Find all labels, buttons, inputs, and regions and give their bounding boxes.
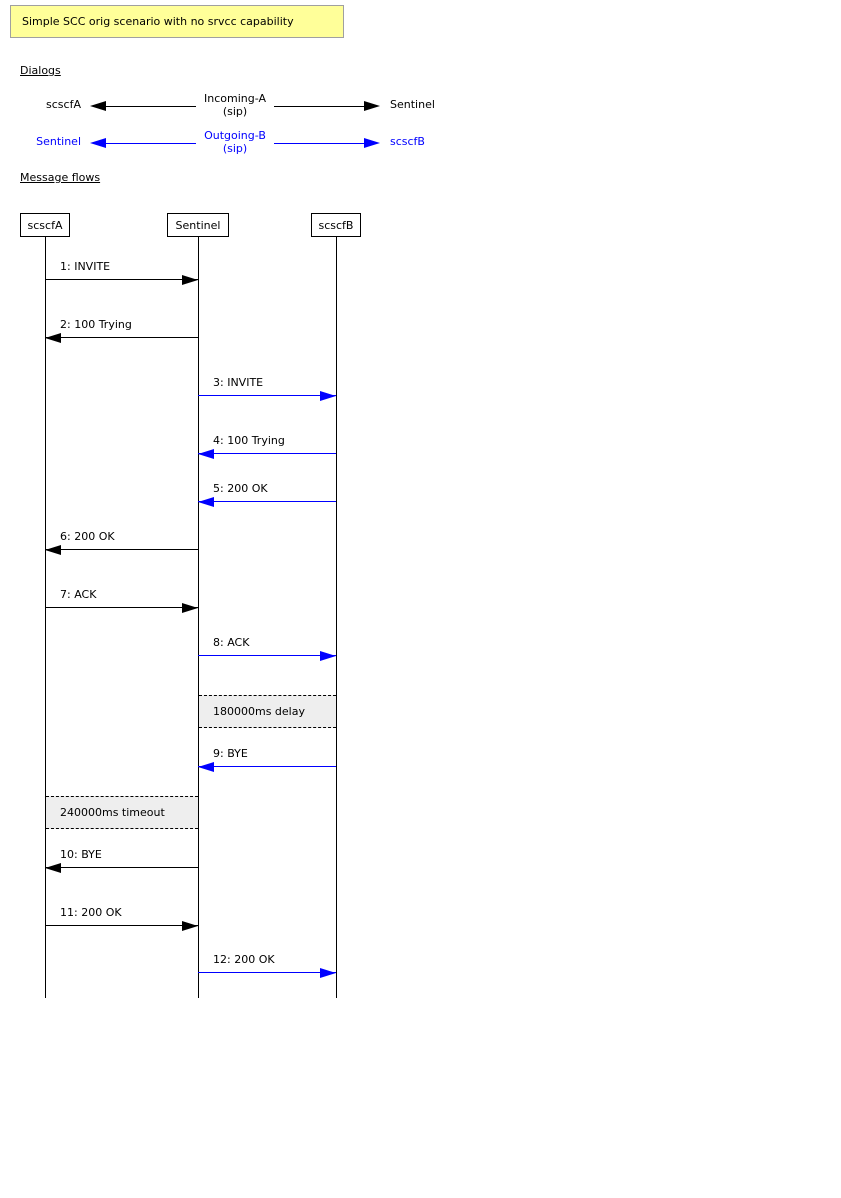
message-label: 10: BYE (60, 848, 102, 861)
dialog-line-right (274, 143, 371, 144)
message-row-12: 12: 200 OK (198, 952, 336, 978)
lifeline-scscfa (45, 237, 46, 998)
delay-note-label: 180000ms delay (213, 705, 305, 718)
message-row-4: 4: 100 Trying (198, 433, 336, 459)
message-label: 9: BYE (213, 747, 248, 760)
arrowhead-right-icon (364, 138, 380, 148)
message-label: 3: INVITE (213, 376, 264, 389)
dialogs-heading: Dialogs (20, 64, 61, 77)
dialog-sublabel: (sip) (222, 142, 248, 155)
dialog-name: Incoming-A (204, 92, 266, 105)
lifeline-sentinel (198, 237, 199, 998)
dialog-center-label: Outgoing-B (sip) (196, 129, 274, 155)
lifeline-head-sentinel: Sentinel (167, 213, 229, 237)
lifeline-label: scscfA (27, 218, 63, 232)
message-row-5: 5: 200 OK (198, 481, 336, 507)
arrowhead-left-icon (198, 497, 214, 507)
message-label: 11: 200 OK (60, 906, 122, 919)
arrowhead-right-icon (320, 651, 336, 661)
delay-note-box: 180000ms delay (199, 695, 336, 728)
dialog-line-right (274, 106, 371, 107)
arrowhead-left-icon (45, 333, 61, 343)
arrowhead-left-icon (45, 545, 61, 555)
dialog-sublabel: (sip) (222, 105, 248, 118)
message-label: 4: 100 Trying (213, 434, 285, 447)
dialog-line-left (96, 106, 196, 107)
timeout-note-label: 240000ms timeout (60, 806, 165, 819)
message-row-7: 7: ACK (45, 587, 198, 613)
lifeline-label: Sentinel (175, 218, 221, 232)
lifeline-head-scscfb: scscfB (311, 213, 361, 237)
lifeline-head-scscfa: scscfA (20, 213, 70, 237)
message-flows-heading: Message flows (20, 171, 101, 184)
dialog-center-label: Incoming-A (sip) (196, 92, 274, 118)
message-row-1: 1: INVITE (45, 259, 198, 285)
message-label: 12: 200 OK (213, 953, 275, 966)
arrowhead-right-icon (364, 101, 380, 111)
message-row-2: 2: 100 Trying (45, 317, 198, 343)
message-label: 5: 200 OK (213, 482, 268, 495)
diagram-title-box: Simple SCC orig scenario with no srvcc c… (10, 5, 344, 38)
dialog-right-party: Sentinel (390, 98, 435, 111)
message-label: 6: 200 OK (60, 530, 115, 543)
dialog-right-party: scscfB (390, 135, 425, 148)
arrowhead-left-icon (45, 863, 61, 873)
message-row-8: 8: ACK (198, 635, 336, 661)
dialog-name: Outgoing-B (204, 129, 266, 142)
message-row-6: 6: 200 OK (45, 529, 198, 555)
arrowhead-right-icon (320, 968, 336, 978)
arrowhead-left-icon (198, 762, 214, 772)
arrowhead-right-icon (182, 921, 198, 931)
message-row-10: 10: BYE (45, 847, 198, 873)
dialog-left-party: Sentinel (36, 135, 81, 148)
lifeline-label: scscfB (318, 218, 354, 232)
lifeline-scscfb (336, 237, 337, 998)
arrowhead-left-icon (198, 449, 214, 459)
message-label: 8: ACK (213, 636, 250, 649)
message-label: 2: 100 Trying (60, 318, 132, 331)
dialog-line-left (96, 143, 196, 144)
message-row-11: 11: 200 OK (45, 905, 198, 931)
message-row-9: 9: BYE (198, 746, 336, 772)
arrowhead-right-icon (182, 603, 198, 613)
diagram-title: Simple SCC orig scenario with no srvcc c… (22, 15, 294, 28)
arrowhead-right-icon (182, 275, 198, 285)
message-label: 7: ACK (60, 588, 97, 601)
arrowhead-right-icon (320, 391, 336, 401)
dialog-left-party: scscfA (46, 98, 81, 111)
message-label: 1: INVITE (60, 260, 111, 273)
message-row-3: 3: INVITE (198, 375, 336, 401)
timeout-note-box: 240000ms timeout (46, 796, 198, 829)
